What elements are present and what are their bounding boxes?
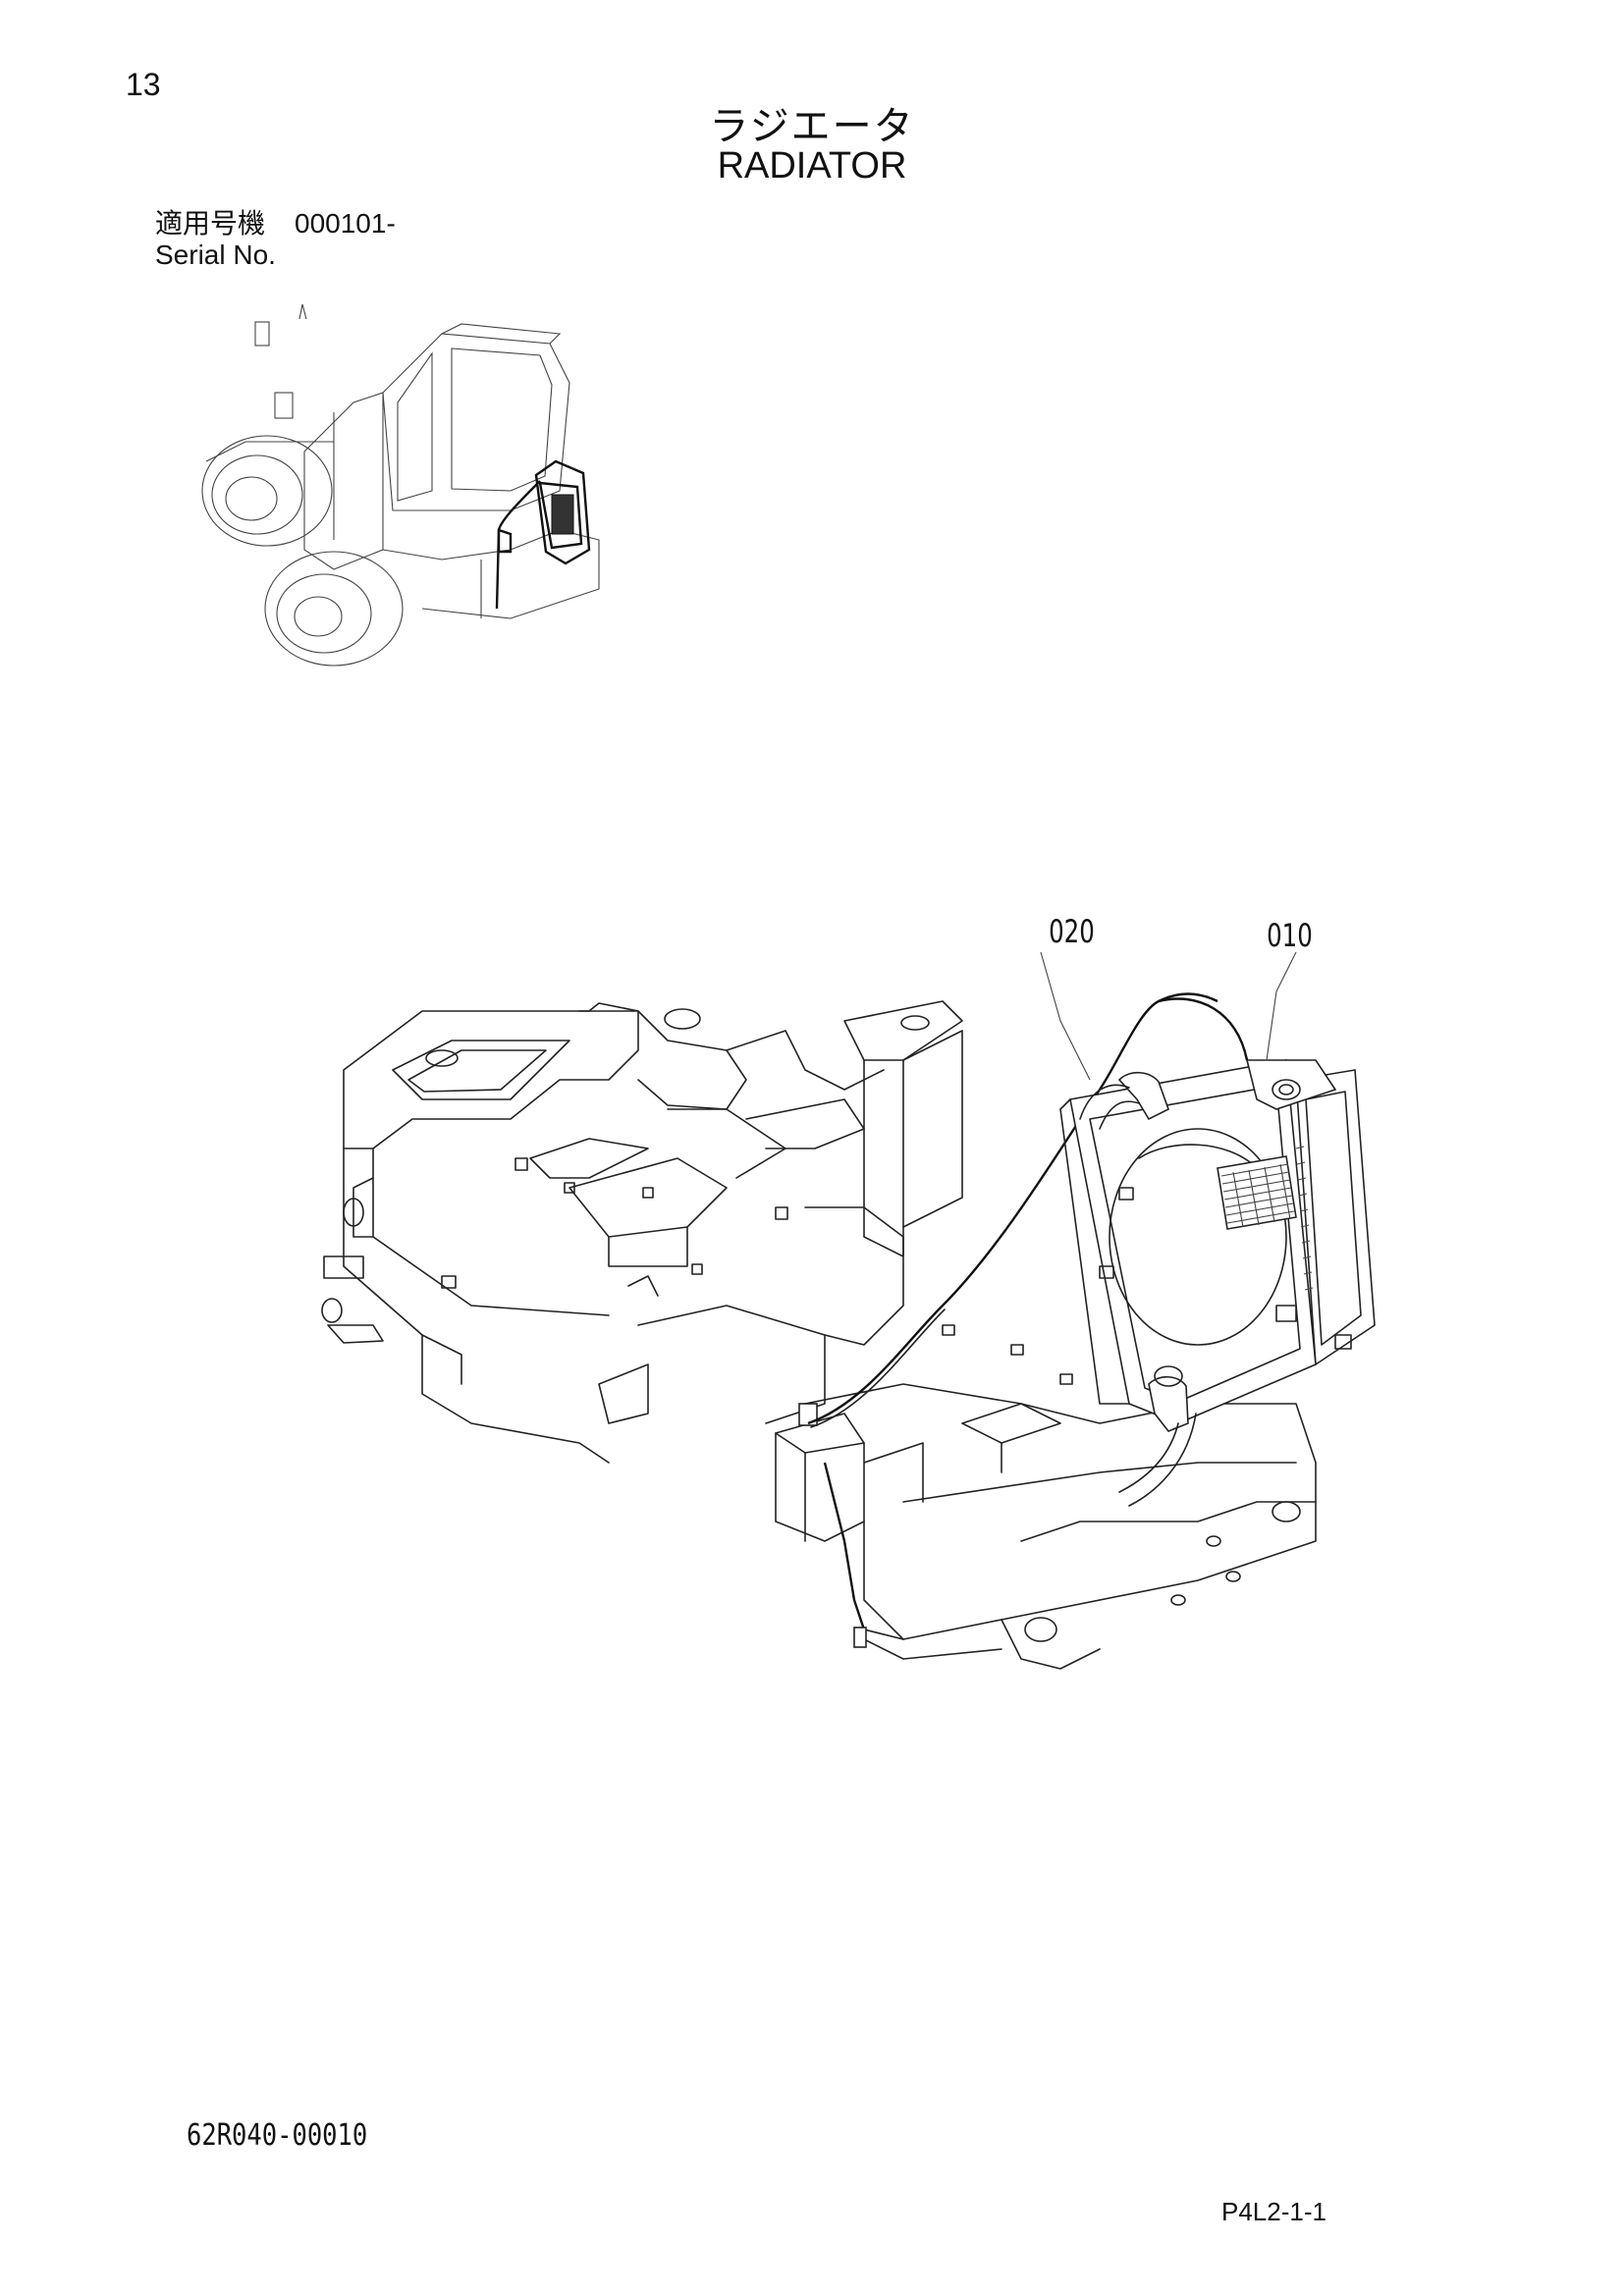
radiator-assembly-illustration	[321, 951, 1376, 1670]
serial-number-value: 000101-	[295, 208, 396, 239]
machine-overview-illustration	[201, 303, 600, 667]
title-japanese: ラジエータ	[709, 104, 915, 149]
callout-010: 010	[1267, 917, 1313, 954]
page-code: P4L2-1-1	[1221, 2197, 1326, 2226]
serial-label-ja-text: 適用号機	[155, 207, 266, 240]
title-english: RADIATOR	[717, 145, 907, 187]
figure-code: 62R040-00010	[187, 2118, 368, 2153]
serial-label-japanese: 適用号機 000101-	[155, 202, 396, 241]
page-number: 13	[126, 67, 161, 102]
callout-020: 020	[1049, 913, 1095, 950]
serial-label-english: Serial No.	[155, 240, 276, 270]
